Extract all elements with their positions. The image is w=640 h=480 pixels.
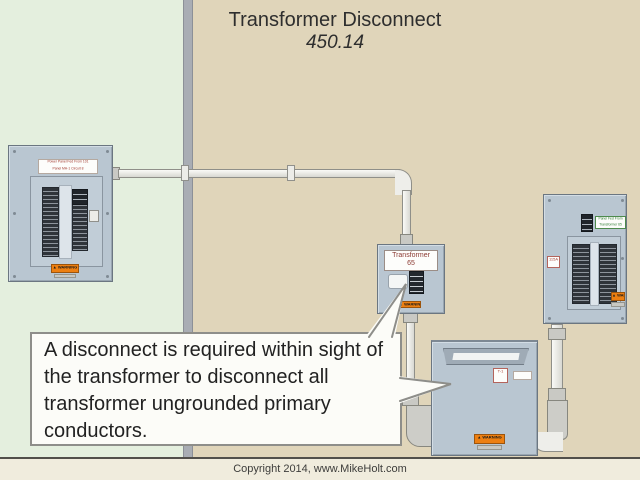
screw [621,317,624,320]
nameplate-strip [477,445,502,450]
screw [106,150,109,153]
door-latch [89,210,99,222]
callout-text: A disconnect is required within sight of… [44,339,384,442]
breaker-column-right [599,244,617,304]
conduit-strap [181,165,189,181]
conduit-coupling [548,328,566,340]
transformer: T-1 ▲ WARNING [431,340,538,456]
copyright-text: Copyright 2014, www.MikeHolt.com [233,463,407,475]
warning-label: ▲ WARNING [398,301,421,308]
transformer-nameplate: T-1 [493,368,508,383]
warning-label: ▲ WARNING [51,264,79,273]
breaker-column-left [42,187,59,257]
screw [106,275,109,278]
rating-label [513,371,532,380]
main-breaker [72,189,88,205]
nameplate-strip [54,274,76,278]
breaker-label-line2: Transformer 65 [599,222,622,227]
screw [621,257,624,260]
left-panelboard: Power Panel Fed From 101 Panel MH-1 Circ… [8,145,113,282]
conduit-elbow [395,169,412,195]
page-title: Transformer Disconnect [228,9,442,31]
title-block: Transformer Disconnect 450.14 [185,8,485,54]
screw [106,212,109,215]
disconnect-label-line1: Transformer [392,252,430,259]
warning-label: ▲ WARNING [474,434,505,444]
side-label-text: 115A [548,257,559,262]
vent-slot [452,353,520,360]
disconnect-to-transformer-conduit [406,314,415,398]
flexible-conduit [406,405,432,447]
screw [548,199,551,202]
warning-text: ▲ WARNING [612,293,624,298]
right-panelboard: Panel Fed From Transformer 65 115A ▲ WAR… [543,194,627,324]
horizontal-conduit [118,169,400,178]
panel-spine [59,185,72,259]
disconnect-handle [409,271,424,294]
warning-text: ▲ WARNING [399,302,421,307]
panel-spine [590,242,599,306]
wall-divider [183,0,193,458]
screw [13,212,16,215]
conduit-strap [287,165,295,181]
disconnect-label-line2: 65 [407,260,415,267]
warning-text: ▲ WARNING [52,265,78,270]
disconnect-name-label: Transformer 65 [384,250,438,271]
side-rating-label: 115A [547,256,560,268]
screw [621,199,624,202]
ventilation-louver [443,348,529,365]
conduit-coupling [403,313,418,323]
transformer-disconnect-switch: Transformer 65 ▲ WARNING [377,244,445,314]
warning-label: ▲ WARNING [611,292,625,301]
panel-name-line1: Power Panel Fed From 101 [47,159,89,164]
main-breaker [581,214,593,232]
nameplate-text: T-1 [497,369,504,374]
breaker-label-line1: Panel Fed From [598,216,623,221]
screw [13,150,16,153]
screw [548,317,551,320]
breaker-column-left [572,244,590,304]
vertical-conduit [402,190,411,236]
code-reference: 450.14 [305,32,365,53]
nameplate-strip [611,302,625,307]
screw [13,275,16,278]
panel-name-label: Power Panel Fed From 101 Panel MH-1 Circ… [38,159,98,174]
callout-bubble: A disconnect is required within sight of… [30,332,402,446]
breaker-id-label: Panel Fed From Transformer 65 [595,216,626,229]
warning-text: ▲ WARNING [477,435,502,440]
viewing-window [388,274,408,289]
copyright-bar: Copyright 2014, www.MikeHolt.com [0,457,640,480]
panel-name-line2: Panel MH-1 Circuit 8 [52,166,84,171]
